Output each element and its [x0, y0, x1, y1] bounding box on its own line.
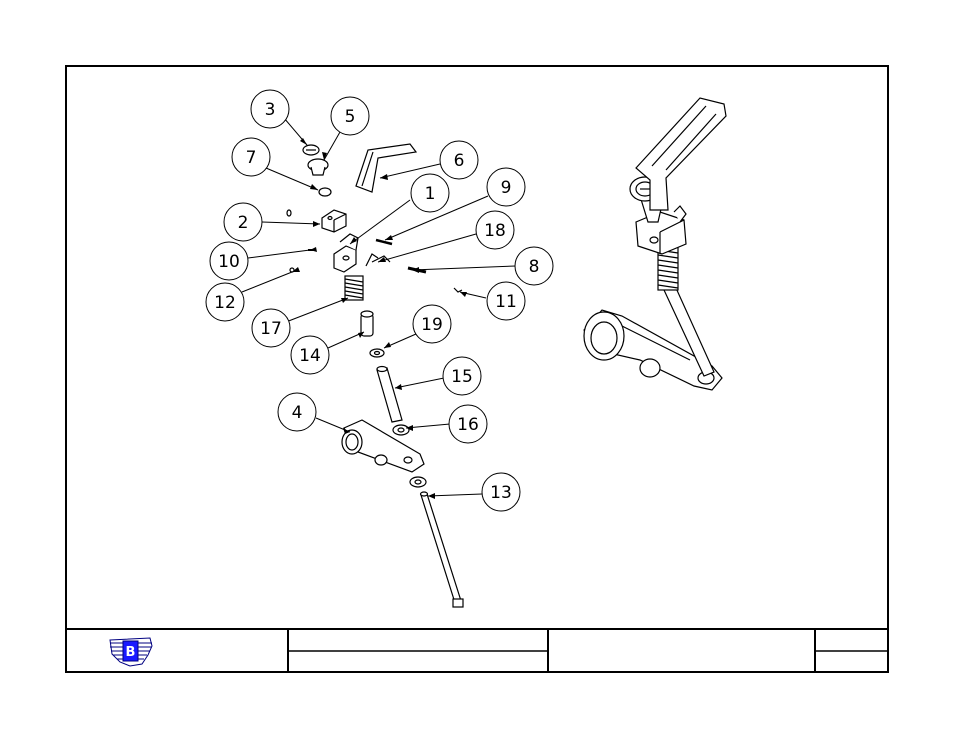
callout-6: 6 — [454, 151, 465, 171]
part-7-nut — [319, 188, 331, 196]
part-15-tube — [377, 368, 402, 422]
part-9-pin — [376, 240, 392, 244]
callout-1: 1 — [425, 184, 436, 204]
logo-letter: B — [126, 645, 136, 660]
title-block: B — [66, 629, 888, 672]
callout-10: 10 — [218, 252, 240, 272]
callout-14: 14 — [299, 346, 321, 366]
part-11-clip — [454, 288, 462, 292]
callout-7: 7 — [246, 148, 257, 168]
callout-18: 18 — [484, 221, 506, 241]
part-13-bolt — [421, 494, 462, 606]
callout-9: 9 — [501, 178, 512, 198]
callout-15: 15 — [451, 367, 473, 387]
part-6-bracket — [356, 144, 416, 192]
callout-13: 13 — [490, 483, 512, 503]
callout-5: 5 — [345, 107, 356, 127]
callout-8: 8 — [529, 257, 540, 277]
callout-19: 19 — [421, 315, 443, 335]
callout-4: 4 — [292, 403, 303, 423]
exploded-parts — [287, 144, 463, 607]
callout-11: 11 — [495, 292, 517, 312]
part-17-spring — [345, 276, 363, 300]
callout-2: 2 — [238, 213, 249, 233]
callout-17: 17 — [260, 319, 282, 339]
callout-16: 16 — [457, 415, 479, 435]
assembled-view — [584, 98, 726, 390]
company-logo: B — [110, 638, 152, 666]
callout-3: 3 — [265, 100, 276, 120]
callout-12: 12 — [214, 293, 236, 313]
